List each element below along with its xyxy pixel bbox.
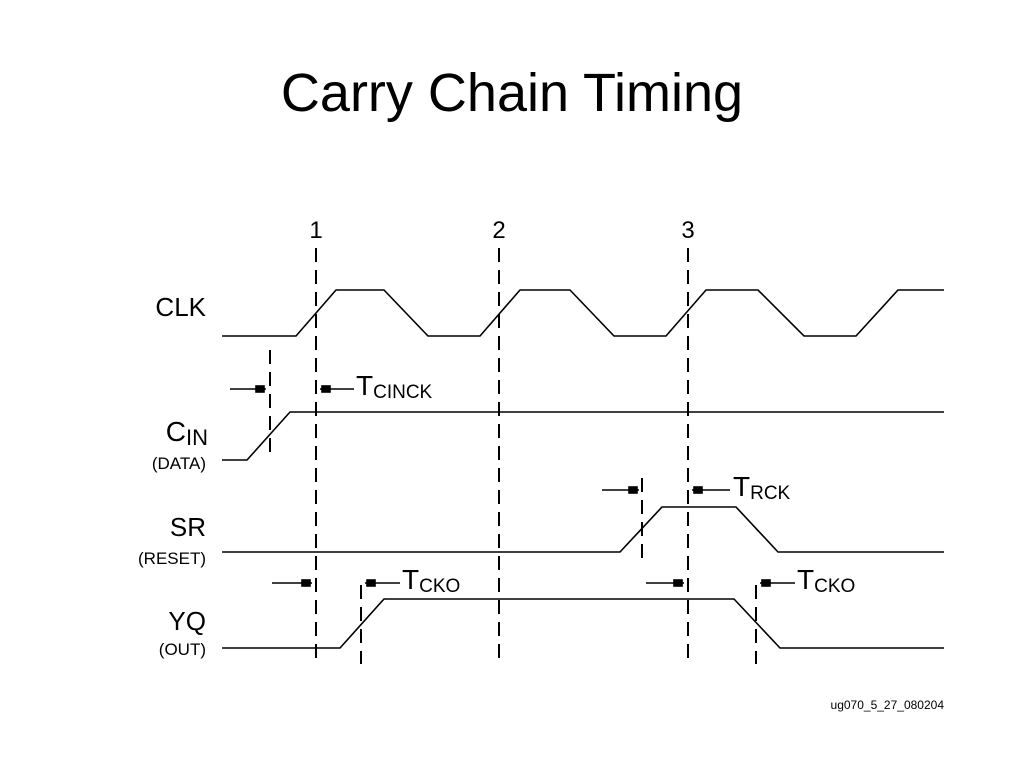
marker-2: 2 (492, 217, 505, 244)
cin-description: (DATA) (152, 454, 206, 473)
trck-arrowhead-left (628, 486, 638, 494)
tcinck-main: T (356, 370, 373, 401)
tcko1-label: TCKO (402, 564, 460, 597)
cin-label-main: C (166, 416, 186, 447)
tcko1-sub: CKO (419, 576, 460, 597)
tcko2-main: T (797, 564, 814, 595)
tcko1-arrowhead-right (366, 579, 376, 587)
trck-arrowhead-right (693, 486, 703, 494)
tcko2-arrowhead-left (673, 579, 683, 587)
page-title: Carry Chain Timing (280, 63, 744, 123)
clk-waveform (222, 289, 944, 337)
tcko2-sub: CKO (814, 576, 855, 597)
sr-description: (RESET) (138, 549, 206, 568)
figure-id: ug070_5_27_080204 (831, 698, 945, 712)
marker-3: 3 (681, 217, 694, 244)
tcinck-arrowhead-left (255, 385, 265, 393)
yq-description: (OUT) (159, 640, 206, 659)
sr-waveform (222, 506, 944, 553)
trck-main: T (733, 471, 750, 502)
cin-label: CIN (166, 416, 208, 450)
yq-waveform (222, 598, 944, 649)
cin-waveform (222, 411, 944, 461)
tcinck-arrowhead-right (321, 385, 331, 393)
tcko2-arrowhead-right (761, 579, 771, 587)
trck-label: TRCK (733, 471, 791, 504)
tcinck-sub: CINCK (373, 382, 432, 403)
clk-label: CLK (155, 292, 206, 322)
marker-1: 1 (309, 217, 322, 244)
yq-label: YQ (168, 606, 206, 636)
trck-sub: RCK (750, 483, 790, 504)
cin-label-sub: IN (186, 425, 208, 450)
tcinck-label: TCINCK (356, 370, 433, 403)
tcko2-label: TCKO (797, 564, 855, 597)
tcko1-main: T (402, 564, 419, 595)
sr-label: SR (170, 512, 206, 542)
tcko1-arrowhead-left (301, 579, 311, 587)
reference-lines (269, 248, 757, 664)
